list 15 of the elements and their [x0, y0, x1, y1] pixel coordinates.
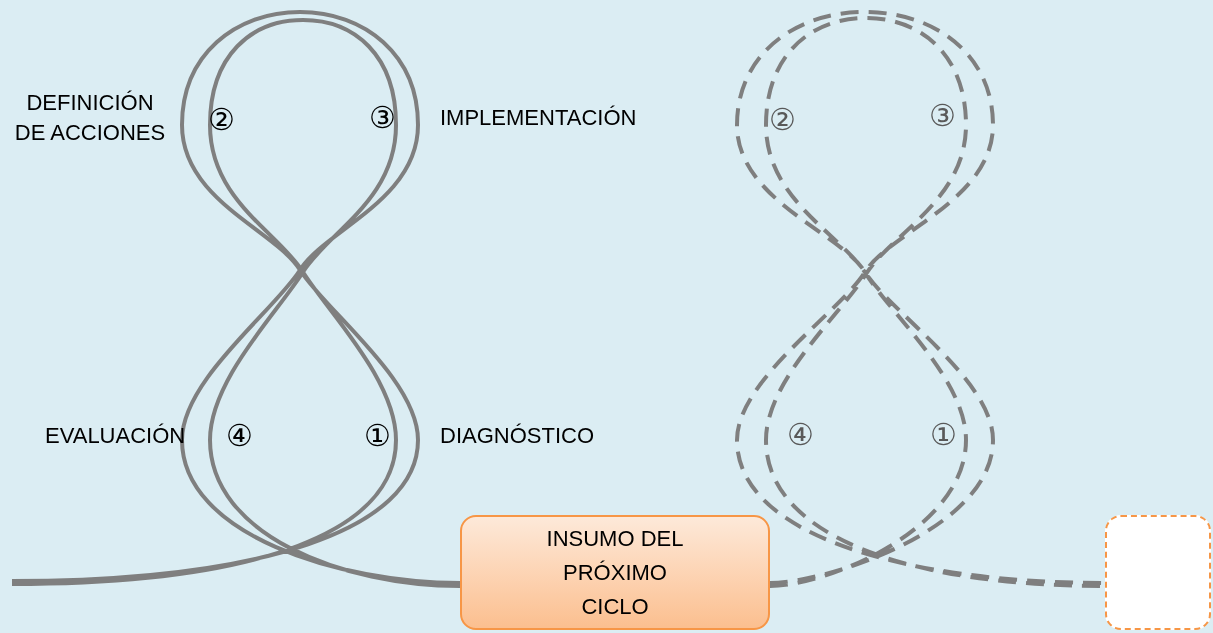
step-number: ④ — [226, 418, 253, 454]
step-number: ③ — [369, 100, 396, 136]
stage-label: EVALUACIÓN — [45, 422, 186, 450]
step-number: ① — [364, 418, 391, 454]
stage-label: IMPLEMENTACIÓN — [440, 104, 637, 132]
empty-box — [1105, 515, 1211, 630]
step-number: ① — [930, 417, 957, 453]
process-box: INSUMO DEL PRÓXIMO CICLO — [460, 515, 770, 630]
step-number: ③ — [929, 98, 956, 134]
step-number: ④ — [787, 417, 814, 453]
step-number: ② — [769, 102, 796, 138]
step-number: ② — [208, 102, 235, 138]
stage-label: DEFINICIÓN DE ACCIONES — [13, 89, 167, 147]
loop-line — [10, 10, 462, 588]
stage-label: DIAGNÓSTICO — [440, 422, 594, 450]
